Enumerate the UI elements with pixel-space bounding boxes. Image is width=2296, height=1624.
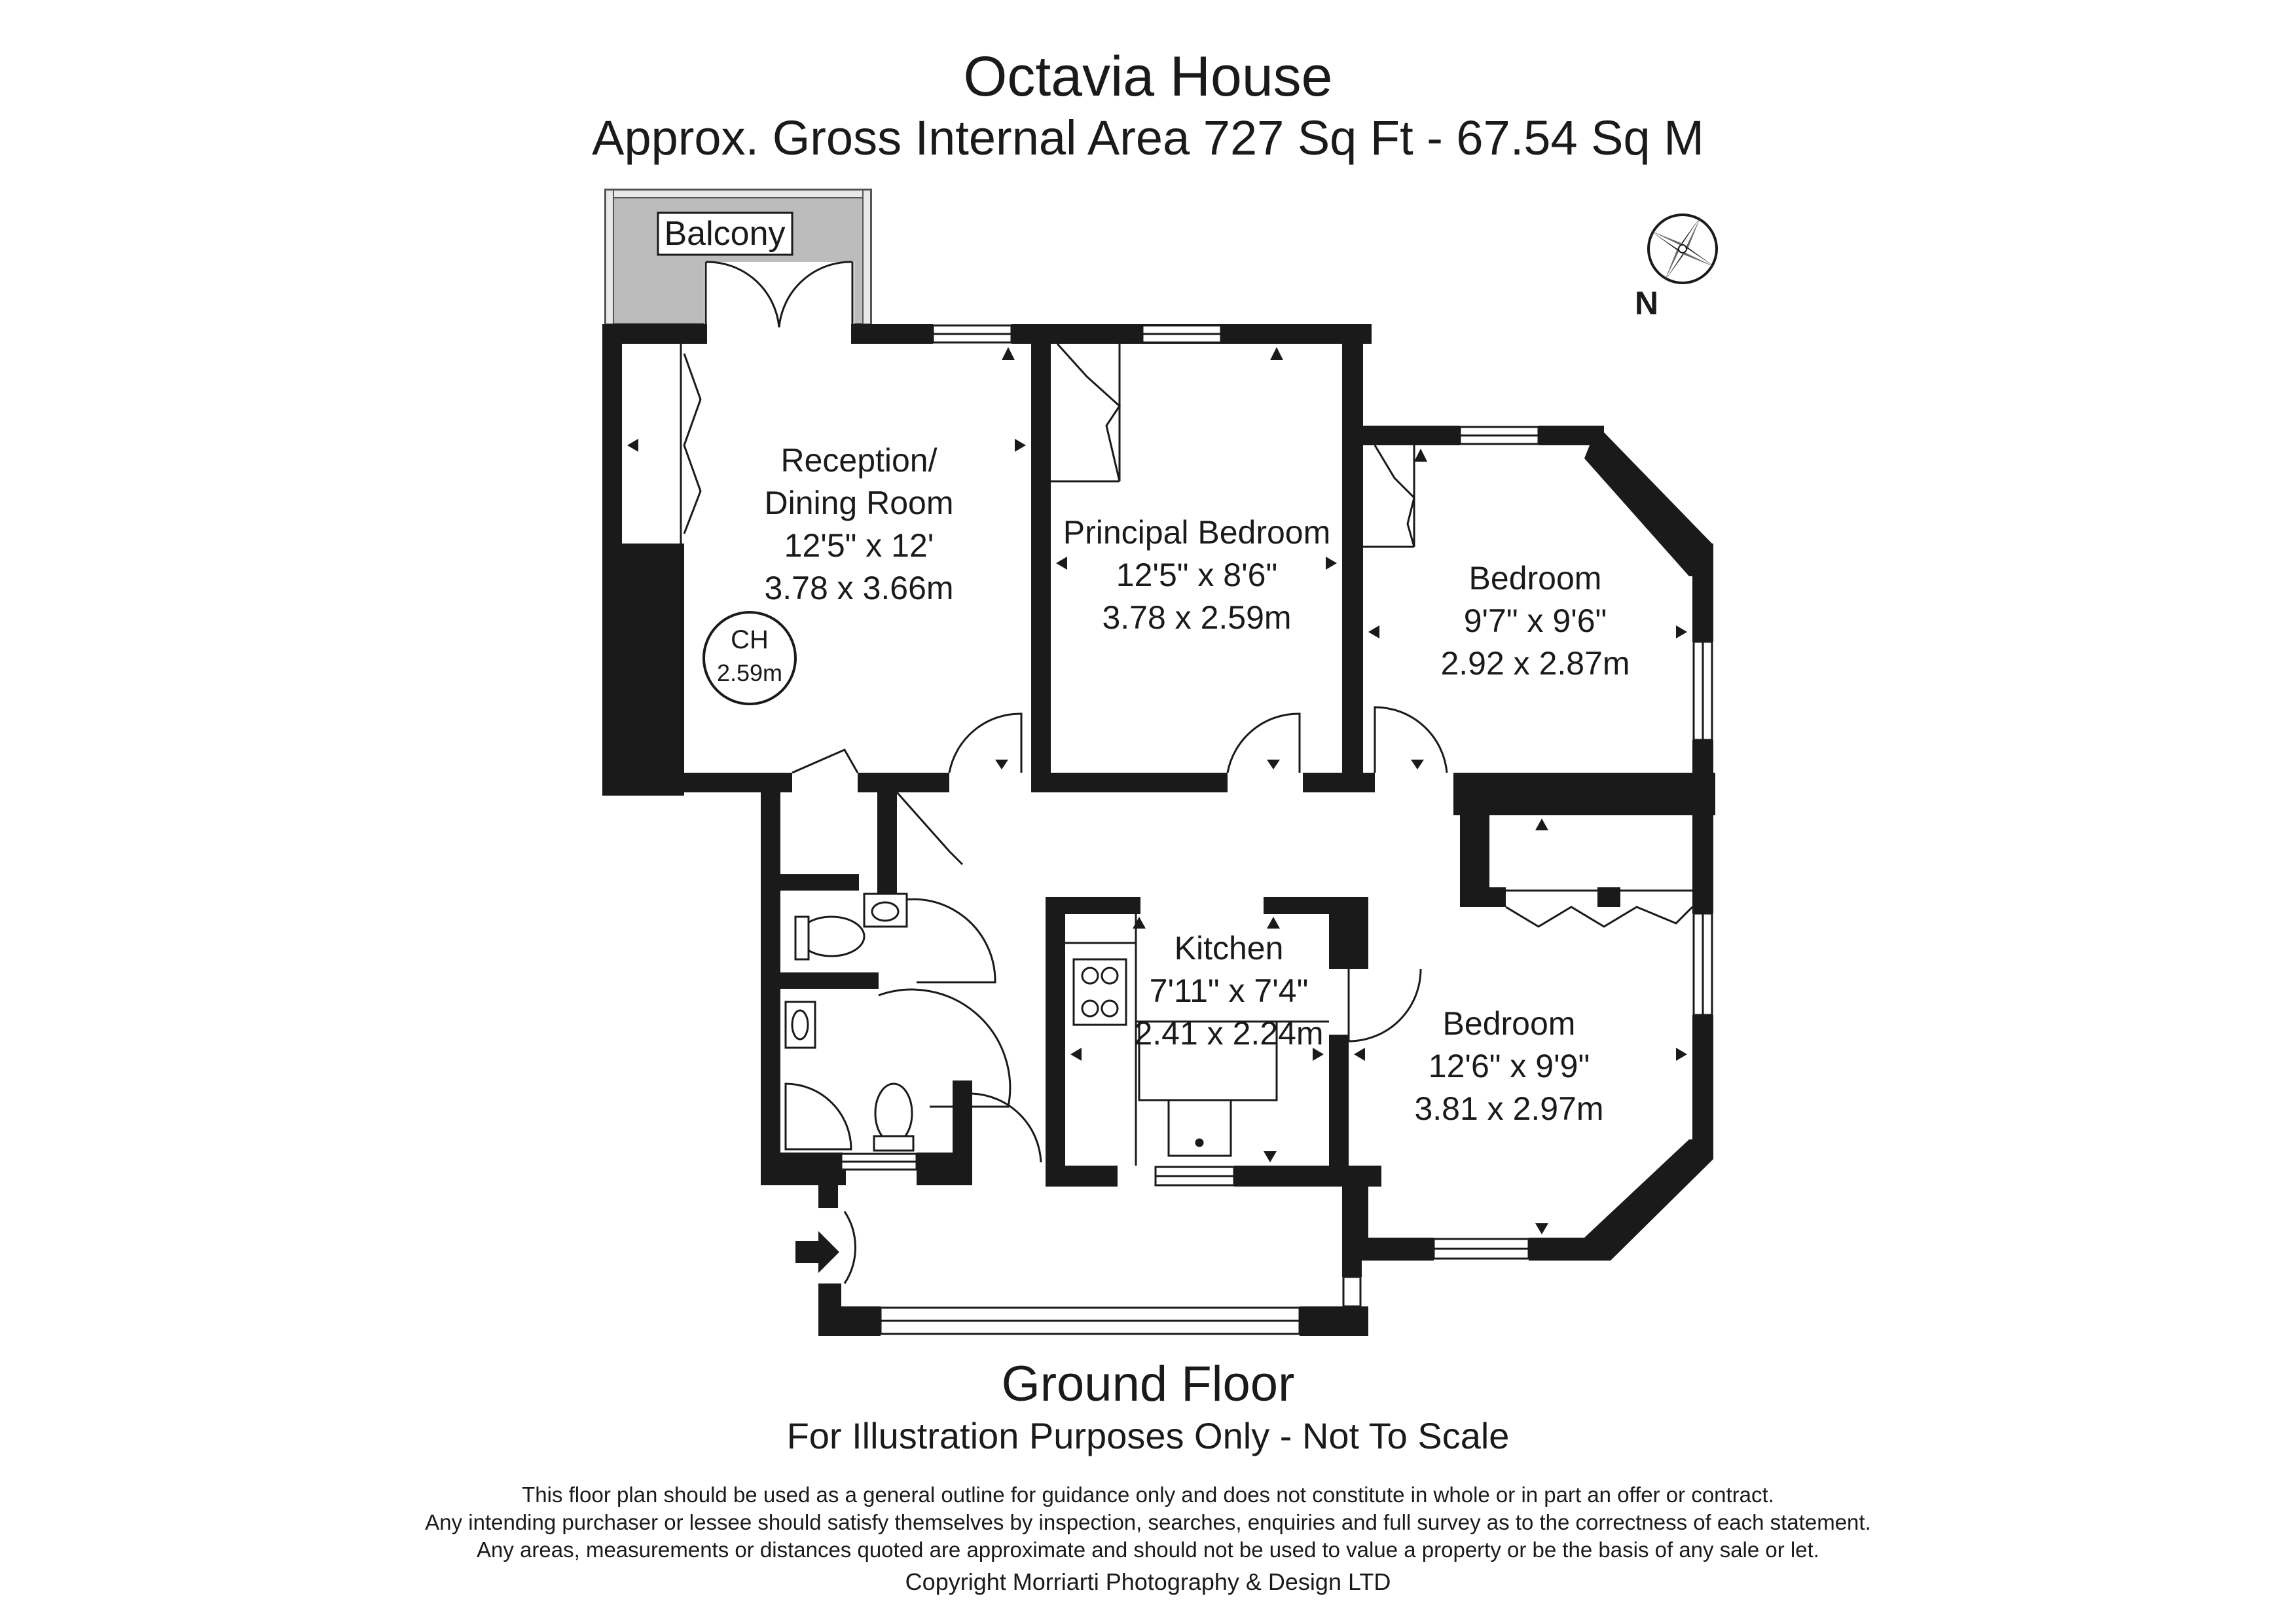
kitchen-imperial: 7'11" x 7'4": [1150, 972, 1309, 1009]
basin-2: [784, 1001, 816, 1049]
kitchen-name: Kitchen: [1175, 930, 1284, 967]
ceiling-height-label: CH: [731, 625, 769, 654]
bedroom-3-name: Bedroom: [1443, 1005, 1576, 1042]
ceiling-height-marker: CH 2.59m: [702, 611, 797, 705]
measure-arrows: [627, 347, 1687, 1273]
disclaimer-line: This floor plan should be used as a gene…: [522, 1483, 1774, 1507]
floor-label: Ground Floor: [1001, 1356, 1295, 1412]
bedroom-2-metric: 2.92 x 2.87m: [1440, 645, 1630, 682]
ceiling-height-value: 2.59m: [717, 659, 782, 686]
principal-bedroom-metric: 3.78 x 2.59m: [1102, 599, 1291, 636]
toilet-2: [874, 1082, 913, 1144]
windows: [840, 324, 1713, 1335]
reception-imperial: 12'5" x 12': [784, 527, 934, 564]
wardrobes: [680, 342, 1694, 928]
disclaimer-line: Any intending purchaser or lessee should…: [425, 1510, 1871, 1534]
reception-name-2: Dining Room: [764, 485, 953, 521]
gross-area-subtitle: Approx. Gross Internal Area 727 Sq Ft - …: [592, 111, 1704, 165]
plan-title: Octavia House: [963, 45, 1333, 108]
disclaimer: This floor plan should be used as a gene…: [0, 1481, 2296, 1564]
shower-tray: [784, 1082, 852, 1151]
bedroom-3-imperial: 12'6" x 9'9": [1429, 1048, 1590, 1084]
bedroom-2-name: Bedroom: [1469, 560, 1602, 597]
bedroom-2-imperial: 9'7" x 9'6": [1464, 602, 1607, 639]
compass-star-icon: N: [1635, 213, 1718, 322]
compass-north-label: N: [1635, 285, 1658, 322]
reception-name-1: Reception/: [780, 442, 937, 479]
reception-metric: 3.78 x 3.66m: [764, 570, 953, 606]
balcony-label: Balcony: [665, 215, 786, 253]
room-labels: Reception/ Dining Room 12'5" x 12' 3.78 …: [764, 442, 1630, 1127]
bedroom-3-metric: 3.81 x 2.97m: [1414, 1090, 1603, 1127]
copyright: Copyright Morriarti Photography & Design…: [905, 1568, 1391, 1595]
door-swings: [792, 706, 1448, 1284]
balcony: Balcony: [604, 189, 872, 334]
walls: [602, 324, 1715, 1336]
kitchen-metric: 2.41 x 2.24m: [1134, 1015, 1323, 1052]
disclaimer-line: Any areas, measurements or distances quo…: [477, 1538, 1819, 1562]
principal-bedroom-imperial: 12'5" x 8'6": [1116, 557, 1277, 593]
basin-1: [863, 893, 908, 928]
kitchen-hob: [1072, 958, 1127, 1026]
illustration-note: For Illustration Purposes Only - Not To …: [786, 1415, 1510, 1456]
principal-bedroom-name: Principal Bedroom: [1063, 514, 1331, 551]
fixtures: [784, 893, 1329, 1166]
kitchen-sink: [1167, 1099, 1232, 1157]
entrance-arrow-icon: [795, 1231, 839, 1273]
